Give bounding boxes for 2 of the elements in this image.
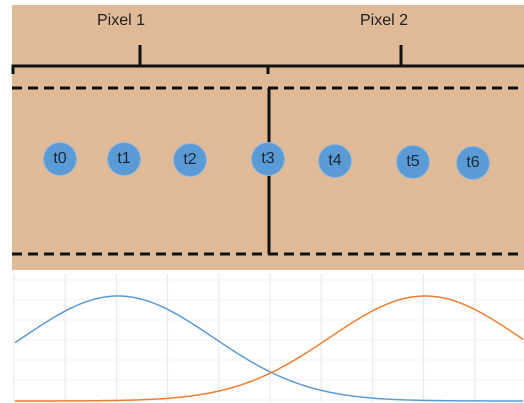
pixel-label: Pixel 1 <box>97 12 146 30</box>
pixel-label: Pixel 2 <box>360 12 408 30</box>
